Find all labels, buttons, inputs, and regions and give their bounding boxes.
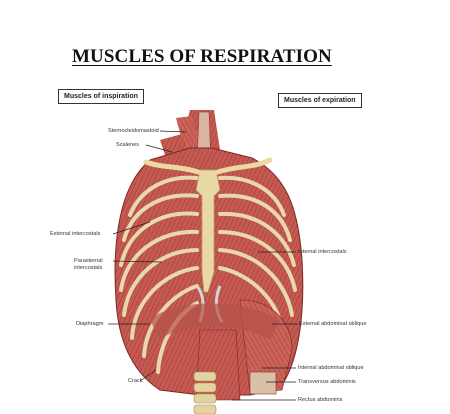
inspiration-heading: Muscles of inspiration — [58, 89, 144, 104]
clavicle-left — [143, 159, 201, 175]
label-internal-abdominal-oblique: Internal abdominal oblique — [298, 365, 364, 371]
expiration-heading: Muscles of expiration — [278, 93, 362, 108]
label-rectus-abdominis: Rectus abdominis — [298, 397, 343, 403]
label-scalenes: Scalenes — [116, 142, 140, 148]
label-diaphragm: Diaphragm — [76, 321, 104, 327]
label-parasternal-intercostals: intercostals — [74, 265, 103, 271]
diaphragm — [150, 303, 280, 340]
leader-lines-right — [232, 251, 298, 401]
label-internal-intercostals: Internal intercostals — [298, 249, 347, 255]
clavicle-right — [215, 157, 273, 175]
leader-lines-left — [108, 130, 187, 382]
label-transversus-abdominis: Transversus abdominis — [298, 379, 356, 385]
page-title: MUSCLES OF RESPIRATION — [72, 46, 332, 67]
label-external-abdominal-oblique: External abdominal oblique — [299, 321, 367, 327]
label-crack: Crack — [128, 378, 143, 384]
transversus-abdominis — [249, 371, 277, 395]
label-external-intercostals: External intercostals — [50, 231, 101, 237]
label-sternocleidomastoid: Sternocleidomastoid — [108, 128, 159, 134]
vertebral-column — [193, 371, 217, 414]
label-parasternal: Parasternal — [74, 258, 103, 264]
sternum — [195, 169, 221, 293]
